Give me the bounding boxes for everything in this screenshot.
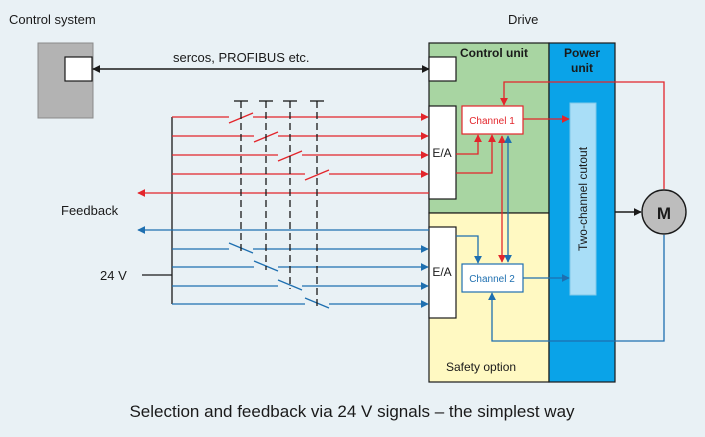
two-channel-cutout-bar — [569, 102, 597, 296]
red-line-4-switch — [304, 169, 330, 181]
two-channel-cutout-label: Two-channel cutout — [576, 146, 590, 251]
control-unit-label: Control unit — [460, 46, 528, 60]
drive-label: Drive — [508, 12, 538, 27]
control-system-label: Control system — [9, 12, 96, 27]
motor-feedback-blue — [488, 235, 665, 342]
ea-to-channel1-a — [456, 134, 482, 155]
channel2-label: Channel 2 — [469, 274, 515, 285]
drive-bus-port — [428, 56, 457, 82]
switch-mechanical-links — [234, 100, 324, 307]
motor-icon — [641, 189, 687, 235]
motor-feedback-red — [500, 81, 665, 189]
blue-line-3-switch — [277, 279, 303, 291]
channel1-box — [461, 105, 524, 135]
blue-signal-lines — [137, 226, 429, 309]
feedback-label: Feedback — [61, 203, 119, 218]
channel1-label: Channel 1 — [469, 116, 515, 127]
ea-to-channel1-b — [456, 134, 496, 174]
bus-label: sercos, PROFIBUS etc. — [173, 50, 310, 65]
power-unit-label-line1: Power — [564, 46, 600, 60]
diagram-caption: Selection and feedback via 24 V signals … — [129, 402, 575, 421]
supply-24v-label: 24 V — [100, 268, 127, 283]
ea-block-top — [428, 105, 457, 200]
ea-label-bottom: E/A — [432, 265, 451, 279]
ea-to-channel2 — [456, 235, 482, 264]
ea-label-top: E/A — [432, 146, 451, 160]
power-unit-label-line2: unit — [571, 61, 593, 75]
safety-option-label: Safety option — [446, 360, 516, 374]
red-signal-lines — [137, 112, 429, 197]
control-system-port — [64, 56, 93, 82]
ea-block-bottom — [428, 226, 457, 319]
motor-label: M — [657, 204, 671, 223]
